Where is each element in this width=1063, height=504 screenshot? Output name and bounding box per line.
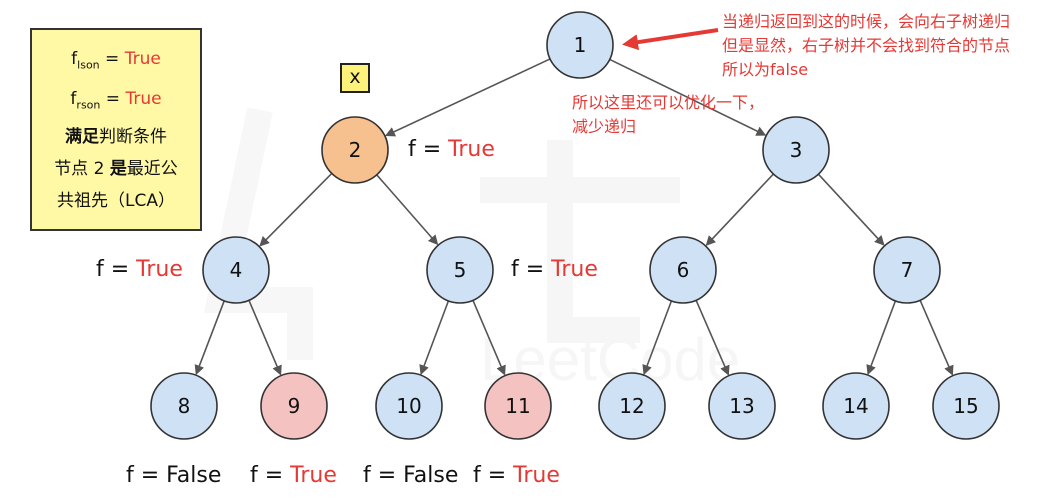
tree-node-7: 7: [873, 236, 941, 304]
tree-node-12: 12: [598, 372, 666, 440]
edge-7-15: [919, 299, 954, 376]
annotation-top-line3: 所以为false: [722, 60, 809, 79]
edge-2-4: [259, 172, 333, 247]
cross-mark: x: [340, 63, 370, 93]
tree-node-10: 10: [375, 372, 443, 440]
watermark: LeetCode: [203, 107, 740, 393]
tree-edges: [194, 58, 954, 376]
node-label-6: 6: [677, 258, 690, 282]
tree-node-9: 9: [260, 372, 328, 440]
node-label-12: 12: [619, 394, 644, 418]
tree-node-6: 6: [649, 236, 717, 304]
tree-node-5: 5: [426, 236, 494, 304]
annotation-mid-line2: 减少递归: [572, 117, 637, 136]
annotation-mid-line1: 所以这里还可以优化一下，: [572, 93, 765, 112]
tree-node-4: 4: [202, 236, 270, 304]
node-label-4: 4: [230, 258, 243, 282]
node-label-15: 15: [953, 394, 978, 418]
edge-5-11: [472, 300, 506, 376]
node-label-1: 1: [574, 33, 587, 57]
tree-node-15: 15: [932, 372, 1000, 440]
node-circle-4: [202, 236, 270, 304]
node-circle-1: [546, 11, 614, 79]
edge-4-8: [194, 300, 225, 376]
annotation-top-line2: 但是显然，右子树并不会找到符合的节点: [722, 36, 1011, 55]
node-circle-13: [708, 372, 776, 440]
f-label-node5: f = True: [511, 257, 598, 282]
edge-1-3: [609, 58, 767, 136]
node-circle-14: [822, 372, 890, 440]
node-label-9: 9: [288, 394, 301, 418]
node-label-8: 8: [178, 394, 191, 418]
edge-6-12: [642, 300, 673, 376]
annotation-top-line1: 当递归返回到这的时候，会向右子树递归: [722, 12, 1011, 31]
node-circle-2: [321, 116, 389, 184]
note-lca-line1: 节点 2 是最近公: [54, 159, 178, 179]
f-label-node8: f = False: [126, 463, 222, 488]
tree-node-8: 8: [150, 372, 218, 440]
note-flson: flson = True: [71, 49, 161, 72]
f-label-node10: f = False: [363, 463, 459, 488]
tree-node-13: 13: [708, 372, 776, 440]
node-label-2: 2: [349, 138, 362, 162]
edge-4-9: [248, 300, 282, 376]
edge-1-2: [384, 58, 551, 137]
node-label-7: 7: [901, 258, 914, 282]
node-label-11: 11: [505, 394, 530, 418]
node-circle-3: [762, 116, 830, 184]
edge-2-5: [376, 174, 439, 246]
tree-node-11: 11: [484, 372, 552, 440]
tree-node-1: 1: [546, 11, 614, 79]
node-circle-9: [260, 372, 328, 440]
tree-node-3: 3: [762, 116, 830, 184]
note-frson: frson = True: [70, 89, 162, 112]
node-circle-8: [150, 372, 218, 440]
note-condition: 满足判断条件: [65, 127, 167, 147]
callout-arrow: [622, 28, 719, 51]
node-label-10: 10: [396, 394, 421, 418]
edge-3-6: [705, 173, 774, 246]
f-label-node4: f = True: [96, 257, 183, 282]
node-circle-15: [932, 372, 1000, 440]
node-label-13: 13: [729, 394, 754, 418]
edge-5-10: [419, 300, 450, 376]
node-circle-7: [873, 236, 941, 304]
f-label-node9: f = True: [250, 463, 337, 488]
node-circle-12: [598, 372, 666, 440]
edge-6-13: [695, 299, 730, 376]
tree-node-14: 14: [822, 372, 890, 440]
f-label-node2: f = True: [408, 137, 495, 162]
node-label-5: 5: [454, 258, 467, 282]
node-label-14: 14: [843, 394, 868, 418]
node-label-3: 3: [790, 138, 803, 162]
lca-note: flson = True frson = True 满足判断条件 节点 2 是最…: [30, 28, 202, 231]
edge-3-7: [817, 173, 885, 246]
node-circle-6: [649, 236, 717, 304]
node-circle-5: [426, 236, 494, 304]
note-lca-line2: 共祖先（LCA）: [57, 191, 175, 211]
tree-node-2: 2: [321, 116, 389, 184]
node-circle-11: [484, 372, 552, 440]
edge-7-14: [866, 300, 897, 376]
node-circle-10: [375, 372, 443, 440]
f-label-node11: f = True: [473, 463, 560, 488]
